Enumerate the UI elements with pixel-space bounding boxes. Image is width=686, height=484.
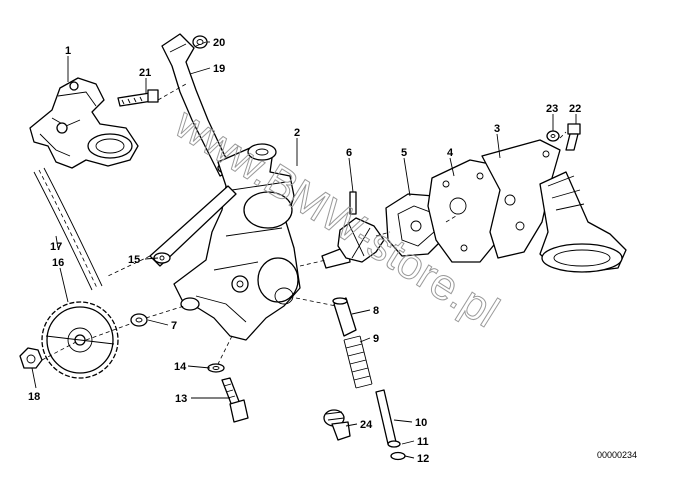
- callout-18: 18: [28, 391, 40, 403]
- part-11-washer: [387, 440, 401, 448]
- callout-2: 2: [294, 127, 300, 139]
- callout-3: 3: [494, 123, 500, 135]
- part-24-plug: [323, 409, 351, 441]
- part-7-washer: [130, 313, 148, 327]
- part-18-nut: [19, 347, 43, 369]
- part-2-pump-body: [173, 143, 301, 341]
- callout-23: 23: [546, 103, 558, 115]
- callout-7: 7: [171, 320, 177, 332]
- callout-9: 9: [373, 333, 379, 345]
- part-16-sprocket: [41, 301, 119, 379]
- callout-17: 17: [50, 241, 62, 253]
- callout-1: 1: [65, 45, 71, 57]
- part-12-circlip: [390, 451, 406, 461]
- callout-4: 4: [447, 147, 454, 159]
- callout-21: 21: [139, 67, 151, 79]
- callout-20: 20: [213, 37, 225, 49]
- part-6-drive-gear: [321, 191, 385, 269]
- callout-15: 15: [128, 254, 140, 266]
- callout-22: 22: [569, 103, 581, 115]
- part-17-chain: [33, 167, 103, 291]
- callout-6: 6: [346, 147, 352, 159]
- callout-labels: 1 2 3 4 5 6 7 8 9 10 11 12 13 14 15 16 1…: [28, 37, 581, 465]
- reference-number: 00000234: [597, 450, 637, 460]
- part-14-washer: [207, 363, 225, 373]
- callout-8: 8: [373, 305, 379, 317]
- callout-24: 24: [360, 419, 373, 431]
- part-8-piston: [332, 297, 357, 337]
- part-22-screw: [565, 123, 581, 151]
- callout-14: 14: [174, 361, 187, 373]
- part-20-oring: [192, 35, 208, 49]
- part-13-bolt: [221, 377, 249, 423]
- callout-5: 5: [401, 147, 407, 159]
- part-15-strut: [149, 185, 237, 267]
- part-3-housing: [481, 139, 627, 273]
- part-9-spring: [343, 335, 373, 389]
- callout-16: 16: [52, 257, 64, 269]
- callout-12: 12: [417, 453, 429, 465]
- callout-10: 10: [415, 417, 427, 429]
- callout-19: 19: [213, 63, 225, 75]
- assembly-axes: [41, 41, 567, 365]
- part-1-bracket: [29, 77, 139, 169]
- callout-13: 13: [175, 393, 187, 405]
- part-10-pin: [375, 389, 397, 445]
- part-21-stud: [117, 89, 159, 107]
- part-23-washer: [546, 130, 560, 142]
- callout-11: 11: [417, 436, 429, 448]
- leader-lines: [31, 41, 577, 459]
